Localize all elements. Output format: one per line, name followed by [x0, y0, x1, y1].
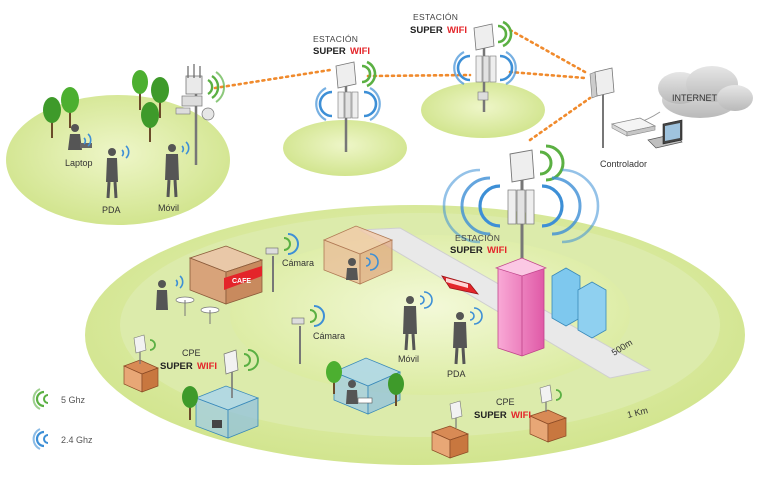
station-1-signal-icon [315, 60, 381, 121]
main-station-signal-icon [442, 144, 600, 244]
wifi-24ghz-icon [32, 428, 49, 450]
red-bus [441, 275, 480, 295]
controlador-label: Controlador [600, 159, 647, 169]
blue-buildings [551, 267, 607, 339]
station-2-wifi: WIFI [447, 25, 467, 36]
person-movil-icon [165, 141, 190, 198]
camera-2-icon [291, 305, 325, 364]
station-2-title: ESTACIÓN [413, 12, 458, 22]
station-1-super: SUPER [313, 46, 346, 57]
cpe-bottom-super: SUPER [474, 410, 507, 421]
person-pda-center-icon [453, 307, 483, 365]
main-station-tower [507, 149, 535, 262]
internet-cloud [658, 66, 753, 118]
cpe-bottom-wifi: WIFI [511, 410, 531, 421]
cafe-building [188, 245, 264, 305]
movil-center-label: Móvil [398, 354, 419, 364]
station-2-super: SUPER [410, 25, 443, 36]
controller-laptop-icon [647, 119, 683, 149]
person-pda-icon [106, 145, 130, 199]
movil-left-label: Móvil [158, 203, 179, 213]
cpe-left-title: CPE [182, 348, 201, 358]
wifi-5ghz-icon [32, 388, 49, 410]
room-top [322, 225, 394, 285]
cafe-sign: CAFE [232, 278, 251, 285]
station-1-title: ESTACIÓN [313, 34, 358, 44]
station-2-tower [473, 23, 497, 112]
station-1-wifi: WIFI [350, 46, 370, 57]
legend-24ghz-label: 2.4 Ghz [61, 435, 93, 445]
wireless-links [213, 28, 592, 142]
laptop-label: Laptop [65, 158, 93, 168]
house-cpe-bottom-1 [431, 400, 469, 459]
trees-field [182, 361, 404, 420]
cpe-bottom-title: CPE [496, 397, 515, 407]
pink-building [494, 257, 547, 357]
station-main-wifi: WIFI [487, 245, 507, 256]
internet-label: INTERNET [672, 93, 718, 103]
legend: 5 Ghz 2.4 Ghz [32, 388, 93, 450]
station-main-title: ESTACIÓN [455, 233, 500, 243]
house-cpe-left [123, 334, 159, 393]
left-tower [175, 64, 215, 165]
trees-left [43, 70, 169, 142]
left-tower-signal-icon [207, 71, 225, 103]
station-1-tower [335, 61, 359, 152]
distance-1km-label: 1 Km [626, 405, 649, 420]
camara-2-label: Cámara [313, 331, 345, 341]
pda-center-label: PDA [447, 369, 466, 379]
legend-5ghz-label: 5 Ghz [61, 395, 86, 405]
controller-device [610, 117, 657, 137]
person-laptop-icon [68, 124, 92, 150]
station-main-super: SUPER [450, 245, 483, 256]
pda-left-label: PDA [102, 205, 121, 215]
room-cpe-left [194, 349, 260, 439]
cafe-person-icon [156, 275, 220, 324]
house-cpe-bottom-2 [529, 384, 567, 443]
cpe-left-wifi: WIFI [197, 361, 217, 372]
camera-1-icon [265, 233, 299, 292]
station-2-signal-icon [453, 20, 517, 85]
room-laptop [332, 357, 402, 415]
person-movil-center-icon [403, 291, 433, 351]
field-left [6, 95, 230, 225]
cpe-left-super: SUPER [160, 361, 193, 372]
controller-antenna [589, 67, 615, 148]
camara-1-label: Cámara [282, 258, 314, 268]
